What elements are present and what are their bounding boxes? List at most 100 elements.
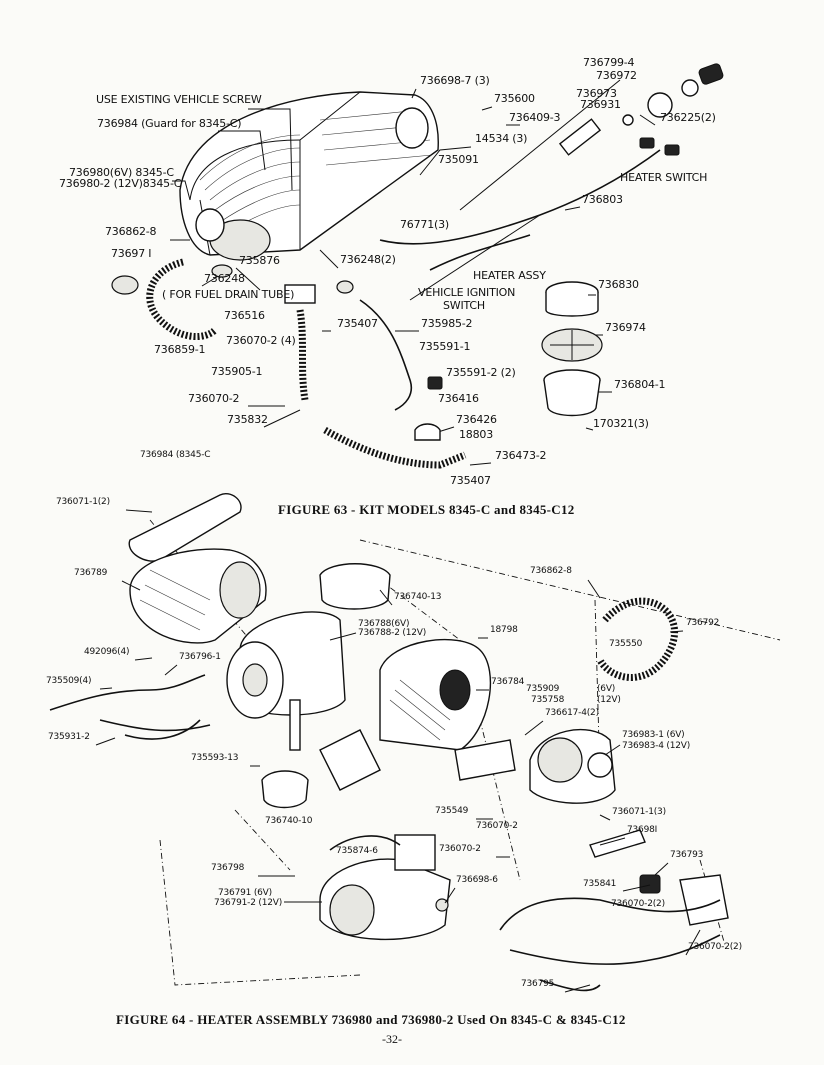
callout-f63-736974: 736974: [605, 321, 646, 334]
callout-f64-736793: 736793: [670, 850, 704, 860]
callout-f63-736862-8: 736862-8: [105, 225, 157, 238]
callout-f64-736791-2: 736791-2 (12V): [214, 898, 283, 908]
callout-f63-736971: 73697 I: [111, 247, 152, 260]
callout-f64-736071-1-2: 736071-1(2): [56, 497, 110, 507]
callout-f64-736788-6v: 736788(6V): [358, 619, 410, 629]
callout-f63-use-existing: USE EXISTING VEHICLE SCREW: [96, 93, 262, 106]
figure-63-caption: FIGURE 63 - KIT MODELS 8345-C and 8345-C…: [278, 502, 575, 517]
callout-f63-735985-2: 735985-2: [421, 317, 473, 330]
callout-f63-switch: SWITCH: [443, 299, 485, 312]
callout-f64-736984: 736984 (8345-C: [140, 450, 211, 460]
fuel-hose-illustration: [146, 258, 218, 341]
blower-motor-736983-illustration: [454, 728, 616, 804]
callout-f63-fuel-drain: ( FOR FUEL DRAIN TUBE): [162, 288, 295, 301]
callout-f64-736070-2-2b: 736070-2(2): [688, 942, 742, 952]
callout-f64-736784: 736784: [491, 677, 525, 687]
callout-f63-735905-1: 735905-1: [211, 365, 263, 378]
callout-f64-736795: 736795: [521, 979, 555, 989]
callout-f63-735600: 735600: [494, 92, 535, 105]
page-number: -32-: [382, 1032, 402, 1046]
callout-f64-735909: 735909: [526, 684, 560, 694]
callout-f63-18803: 18803: [459, 428, 493, 441]
callout-f63-735876: 735876: [239, 254, 280, 267]
clamp-736740-13-illustration: [319, 563, 391, 610]
callout-f64-735593-13: 735593-13: [191, 753, 239, 763]
callout-f64-736740-13: 736740-13: [394, 592, 442, 602]
callout-f64-735758: 735758: [531, 695, 565, 705]
grommet-736248-illustration: [336, 280, 354, 294]
control-cable-illustration: [459, 63, 724, 211]
callout-f64-736788-2: 736788-2 (12V): [358, 628, 427, 638]
callout-f63-736225-2: 736225(2): [660, 111, 716, 124]
switch-plate-736793-illustration: [589, 829, 729, 926]
grommet-illustration: [211, 264, 233, 278]
callout-f63-735832: 735832: [227, 413, 268, 426]
callout-f63-736799-4: 736799-4: [583, 56, 635, 69]
callout-f64-736070-2a: 736070-2: [476, 821, 518, 831]
figure-63-wiring-illustration: [359, 137, 680, 441]
figure-64-caption: FIGURE 64 - HEATER ASSEMBLY 736980 and 7…: [116, 1012, 626, 1027]
callout-f64-12v: (12V): [597, 695, 621, 705]
callout-f64-736740-10: 736740-10: [265, 816, 313, 826]
callout-f64-735931-2: 735931-2: [48, 732, 90, 742]
callout-f63-735591-1: 735591-1: [419, 340, 471, 353]
callout-f64-735549: 735549: [435, 806, 469, 816]
callout-f64-736070-2b: 736070-2: [439, 844, 481, 854]
callout-f63-735407a: 735407: [337, 317, 378, 330]
callout-f63-736973: 736973: [576, 87, 617, 100]
callout-f64-736070-2-2a: 736070-2(2): [611, 899, 665, 909]
callout-f63-736426: 736426: [456, 413, 497, 426]
blower-housing-736784-illustration: [379, 638, 492, 751]
callout-f64-735841: 735841: [583, 879, 617, 889]
callout-f63-736473-2: 736473-2: [495, 449, 547, 462]
exhaust-tube-illustration: [323, 426, 467, 469]
fuel-pump-736791-illustration: [319, 834, 451, 941]
outer-shell-736789-illustration: [129, 548, 267, 644]
callout-f63-736248-2: 736248(2): [340, 253, 396, 266]
fuel-tube-illustration: [296, 309, 309, 401]
callout-f63-736980-2: 736980-2 (12V)8345-C: [59, 177, 182, 190]
callout-f64-492096: 492096(4): [84, 647, 130, 657]
callout-f63-736516: 736516: [224, 309, 265, 322]
heater-housing-illustration: [179, 91, 439, 261]
callout-f64-736791-6v: 736791 (6V): [218, 888, 272, 898]
callout-f63-vehicle-ignition: VEHICLE IGNITION: [418, 286, 516, 299]
combustion-chamber-736788-illustration: [226, 611, 346, 751]
callout-f64-18798: 18798: [490, 625, 518, 635]
callout-f63-736931: 736931: [580, 98, 621, 111]
callout-f64-736983-4: 736983-4 (12V): [622, 741, 691, 751]
callout-f64-735509: 735509(4): [46, 676, 92, 686]
callout-f64-736071-1-3: 736071-1(3): [612, 807, 666, 817]
callout-f63-736984: 736984 (Guard for 8345-C): [97, 117, 242, 130]
callout-f63-170321: 170321(3): [593, 417, 649, 430]
bracket-736798-illustration: [319, 729, 381, 791]
callout-f63-736248: 736248: [204, 272, 245, 285]
guard-736984-illustration: [128, 493, 242, 562]
callout-f63-736803: 736803: [582, 193, 623, 206]
callout-f64-736981: 73698I: [627, 825, 658, 835]
hose-736792-illustration: [596, 597, 679, 681]
callout-f63-736409-3: 736409-3: [509, 111, 561, 124]
callout-f63-736416: 736416: [438, 392, 479, 405]
callout-f64-736789: 736789: [74, 568, 108, 578]
callout-f63-736698-7: 736698-7 (3): [420, 74, 490, 87]
callout-f63-735091: 735091: [438, 153, 479, 166]
callout-f63-736070-2: 736070-2: [188, 392, 240, 405]
callout-f63-736980: 736980(6V) 8345-C: [69, 166, 174, 179]
callout-f63-735407b: 735407: [450, 474, 491, 487]
callout-f63-736972: 736972: [596, 69, 637, 82]
callout-f64-736796-1: 736796-1: [179, 652, 221, 662]
callout-f63-736830: 736830: [598, 278, 639, 291]
clamp-736740-10-illustration: [261, 770, 309, 809]
callout-f64-736862-8: 736862-8: [530, 566, 572, 576]
callout-f64-736798: 736798: [211, 863, 245, 873]
callout-f63-heater-assy: HEATER ASSY: [473, 269, 546, 282]
mounting-plate-illustration: [284, 284, 316, 304]
figure-64-leader-lines: [95, 509, 701, 993]
callout-f63-736859-1: 736859-1: [154, 343, 206, 356]
callout-f63-14534: 14534 (3): [475, 132, 528, 145]
callout-f64-6v: (6V): [597, 684, 616, 694]
callout-f64-736983-1: 736983-1 (6V): [622, 730, 685, 740]
